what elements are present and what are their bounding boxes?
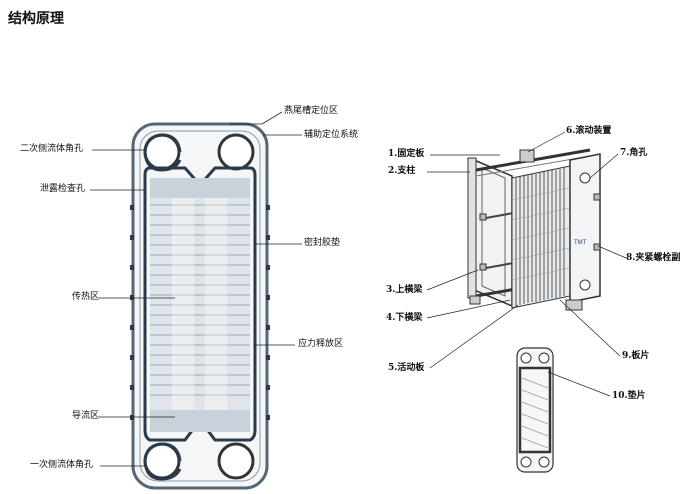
label-aux-position-system: 辅助定位系统: [304, 130, 359, 140]
label-clamp-bolt: 8.夹紧螺栓副: [626, 253, 681, 263]
bottom-distribution-zone: [150, 410, 250, 432]
plate-inner-outline: [139, 130, 261, 482]
label-support-column: 2.支柱: [388, 166, 416, 176]
corner-hole-top: [579, 172, 591, 184]
label-heat-transfer-zone: 传热区: [72, 292, 100, 302]
support-column: [467, 157, 477, 299]
top-distribution-zone: [150, 178, 250, 198]
label-gasket: 10.垫片: [612, 391, 646, 401]
label-roller-device: 6.滚动装置: [566, 126, 612, 136]
label-primary-port: 一次侧流体角孔: [30, 460, 94, 470]
roller-device: [519, 149, 535, 163]
label-fixed-plate: 1.固定板: [388, 149, 425, 159]
label-plate: 9.板片: [622, 351, 650, 361]
label-corner-hole: 7.角孔: [620, 148, 648, 158]
label-leak-check-hole: 泄露检查孔: [40, 184, 86, 194]
label-upper-beam: 3.上横梁: [386, 285, 423, 295]
gasket-port-ring-bottom: [143, 442, 182, 481]
label-secondary-port: 二次侧流体角孔: [20, 144, 84, 154]
label-flow-guide-zone: 导流区: [72, 411, 100, 421]
gasket-plate-illustration: [516, 347, 554, 473]
brand-mark: TMT: [574, 240, 587, 246]
port-bottom-right: [217, 442, 255, 480]
gasket-line: [143, 166, 257, 442]
gasket-port-ring-top: [143, 133, 182, 172]
label-seal-gasket: 密封胶垫: [304, 238, 341, 248]
plate-pack: [511, 165, 571, 309]
page-title: 结构原理: [8, 11, 64, 27]
movable-plate: [569, 153, 601, 303]
fixed-plate: [473, 158, 513, 308]
label-gasket-tail-position: 燕尾槽定位区: [284, 106, 339, 116]
label-stress-release-zone: 应力释放区: [298, 339, 344, 349]
label-movable-plate: 5.活动板: [388, 363, 425, 373]
label-lower-beam: 4.下横梁: [386, 313, 423, 323]
corner-hole-bottom: [579, 279, 591, 291]
